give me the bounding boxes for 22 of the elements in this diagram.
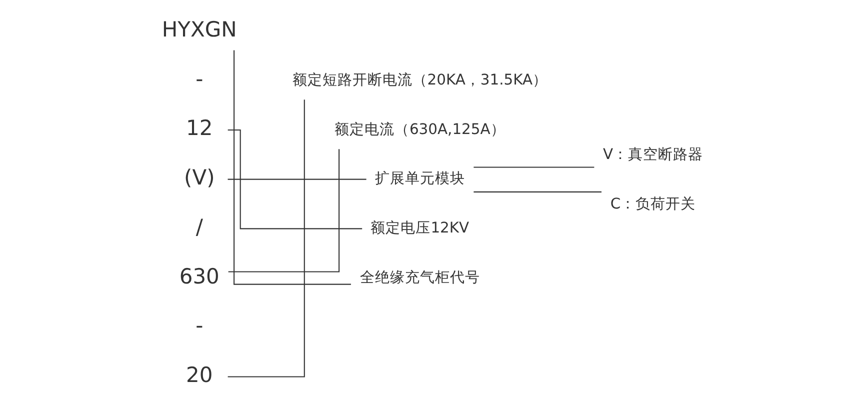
connector: [228, 149, 340, 272]
node-text: HYXGN: [161, 18, 236, 42]
node-text: C：负荷开关: [610, 195, 696, 212]
node-text: 20: [186, 362, 212, 387]
node-text: V：真空断路器: [602, 146, 703, 164]
connector: [227, 129, 362, 230]
node-text: 额定电压12KV: [370, 220, 469, 237]
connector: [227, 100, 304, 378]
connector: [233, 50, 350, 285]
connector: [473, 166, 594, 168]
connector: [473, 191, 601, 192]
label: -: [195, 66, 203, 91]
node-text: 12: [186, 116, 212, 140]
node-text: 额定短路开断电流（20KA，31.5KA）: [292, 72, 548, 89]
label: -: [195, 314, 203, 338]
node-text: 额定电流（630A,125A）: [334, 120, 505, 138]
node-text: (V): [184, 166, 214, 190]
node-text: 全绝缘充气柜代号: [359, 268, 480, 286]
connector: [227, 178, 366, 180]
node-text: 630: [178, 264, 219, 288]
node-text: 扩展单元模块: [374, 170, 464, 188]
label: /: [195, 214, 202, 239]
